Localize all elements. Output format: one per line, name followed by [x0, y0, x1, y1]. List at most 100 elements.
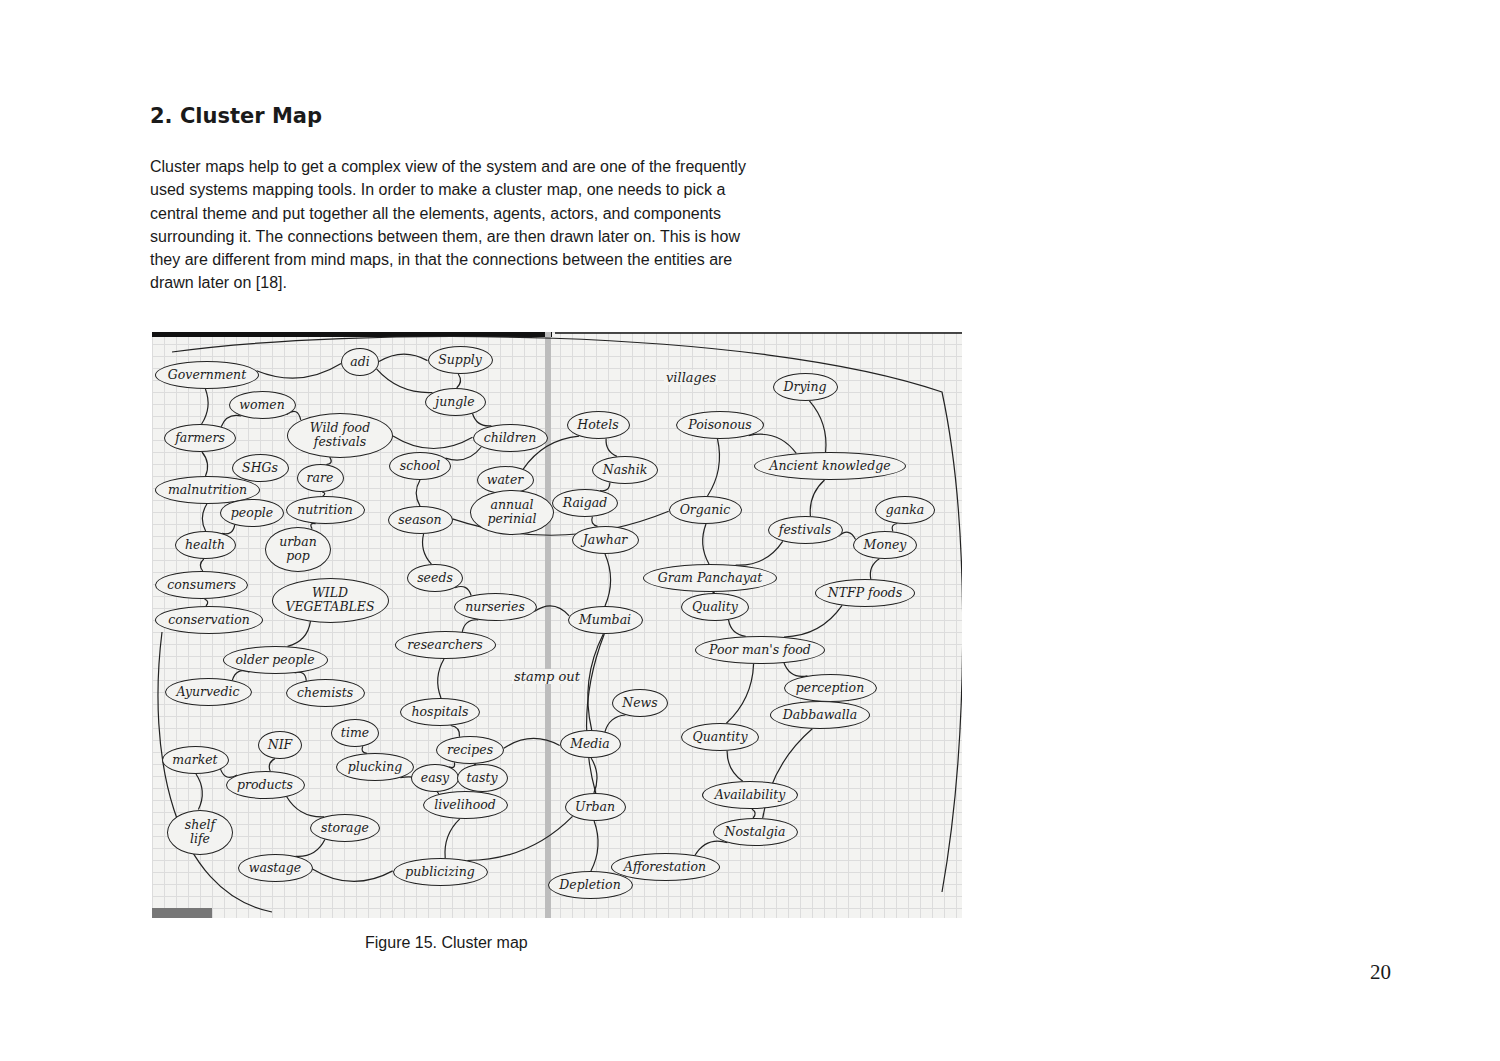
- connector-line: [606, 439, 617, 457]
- cluster-ellipse: women: [229, 391, 296, 419]
- cluster-ellipse: Hotels: [567, 411, 630, 439]
- connector-line: [473, 414, 492, 426]
- node-label: publicizing: [405, 865, 475, 879]
- cluster-ellipse: plucking: [336, 753, 414, 781]
- cluster-ellipse: Drying: [773, 373, 838, 401]
- cluster-ellipse: livelihood: [423, 791, 508, 819]
- node-label: Depletion: [559, 878, 620, 892]
- connector-line: [455, 586, 471, 595]
- node-label: Quantity: [693, 730, 748, 744]
- node-label: nurseries: [465, 600, 525, 614]
- connector-line: [200, 559, 203, 571]
- node-label: season: [398, 513, 441, 527]
- connector-line: [703, 524, 709, 564]
- node-label: urban pop: [276, 535, 320, 563]
- cluster-ellipse: conservation: [155, 606, 263, 634]
- node-label: school: [400, 459, 441, 473]
- connector-line: [416, 480, 420, 506]
- node-label: Afforestation: [624, 860, 706, 874]
- connector-line: [445, 819, 460, 858]
- connector-line: [202, 452, 208, 476]
- connector-line: [393, 436, 473, 449]
- node-label: Hotels: [577, 418, 618, 432]
- connector-line: [784, 663, 807, 676]
- node-label: festivals: [779, 523, 831, 537]
- node-label: products: [237, 778, 293, 792]
- cluster-ellipse: older people: [223, 646, 328, 674]
- node-label: adi: [350, 355, 369, 369]
- node-label: Supply: [438, 353, 482, 367]
- connector-line: [326, 457, 331, 464]
- connector-line: [311, 523, 316, 528]
- cluster-ellipse: SHGs: [232, 454, 289, 482]
- cluster-ellipse: festivals: [768, 516, 843, 544]
- connector-line: [438, 659, 444, 698]
- connector-line: [451, 726, 460, 737]
- connector-layer: [152, 332, 962, 918]
- node-label: Nashik: [603, 463, 647, 477]
- cluster-ellipse: Wild food festivals: [287, 413, 393, 458]
- node-label: children: [484, 431, 536, 445]
- cluster-ellipse: rare: [297, 464, 344, 492]
- cluster-ellipse: children: [473, 424, 548, 452]
- node-label: Gram Panchayat: [658, 571, 763, 585]
- node-label: ganka: [886, 503, 925, 517]
- page-number: 20: [1370, 960, 1391, 985]
- node-label: nutrition: [297, 503, 353, 517]
- cluster-ellipse: NIF: [258, 731, 302, 759]
- node-label: jungle: [435, 395, 474, 409]
- cluster-ellipse: Nostalgia: [713, 818, 798, 846]
- node-label: Media: [570, 737, 610, 751]
- cluster-ellipse: ganka: [875, 496, 935, 524]
- node-label: shelf life: [178, 818, 222, 846]
- node-label: water: [487, 473, 524, 487]
- connector-line: [232, 671, 249, 681]
- cluster-ellipse: hospitals: [400, 698, 480, 726]
- cluster-ellipse: Media: [560, 730, 621, 758]
- cluster-ellipse: Nashik: [592, 456, 658, 484]
- cluster-ellipse: recipes: [436, 736, 504, 764]
- node-label: Mumbai: [579, 613, 631, 627]
- connector-line: [605, 554, 611, 606]
- node-label: older people: [235, 653, 314, 667]
- connector-line: [695, 841, 728, 855]
- cluster-ellipse: News: [612, 689, 668, 717]
- cluster-ellipse: Urban: [565, 793, 626, 821]
- connector-line: [729, 620, 746, 636]
- connector-line: [288, 621, 311, 646]
- connector-line: [736, 541, 783, 565]
- cluster-ellipse: consumers: [155, 571, 248, 599]
- node-label: seeds: [417, 571, 453, 585]
- node-label: Urban: [575, 800, 615, 814]
- connector-line: [726, 664, 753, 723]
- cluster-ellipse: nutrition: [286, 496, 365, 524]
- node-label: NIF: [268, 738, 293, 752]
- connector-line: [587, 634, 605, 793]
- node-label: hospitals: [412, 705, 469, 719]
- map-label: villages: [664, 370, 718, 385]
- node-label: perception: [796, 681, 864, 695]
- connector-line: [708, 439, 720, 496]
- connector-line: [870, 559, 879, 579]
- connector-line: [446, 447, 482, 460]
- connector-line: [379, 354, 428, 362]
- connector-line: [809, 401, 826, 452]
- cluster-ellipse: Poisonous: [676, 411, 764, 439]
- cluster-ellipse: Depletion: [548, 871, 633, 899]
- node-label: Poor man's food: [709, 643, 811, 657]
- node-label: farmers: [175, 431, 225, 445]
- node-label: Ancient knowledge: [769, 459, 890, 473]
- cluster-ellipse: market: [162, 746, 229, 774]
- cluster-ellipse: annual perinial: [470, 490, 554, 535]
- node-label: Poisonous: [688, 418, 751, 432]
- cluster-ellipse: season: [388, 506, 453, 534]
- cluster-ellipse: chemists: [286, 679, 365, 707]
- node-label: recipes: [447, 743, 493, 757]
- cluster-ellipse: Gram Panchayat: [643, 564, 777, 592]
- node-label: livelihood: [434, 798, 496, 812]
- node-label: Nostalgia: [725, 825, 786, 839]
- cluster-ellipse: Dabbawalla: [770, 701, 870, 729]
- connector-line: [591, 821, 598, 871]
- cluster-ellipse: wastage: [238, 854, 313, 882]
- cluster-ellipse: Jawhar: [572, 526, 639, 554]
